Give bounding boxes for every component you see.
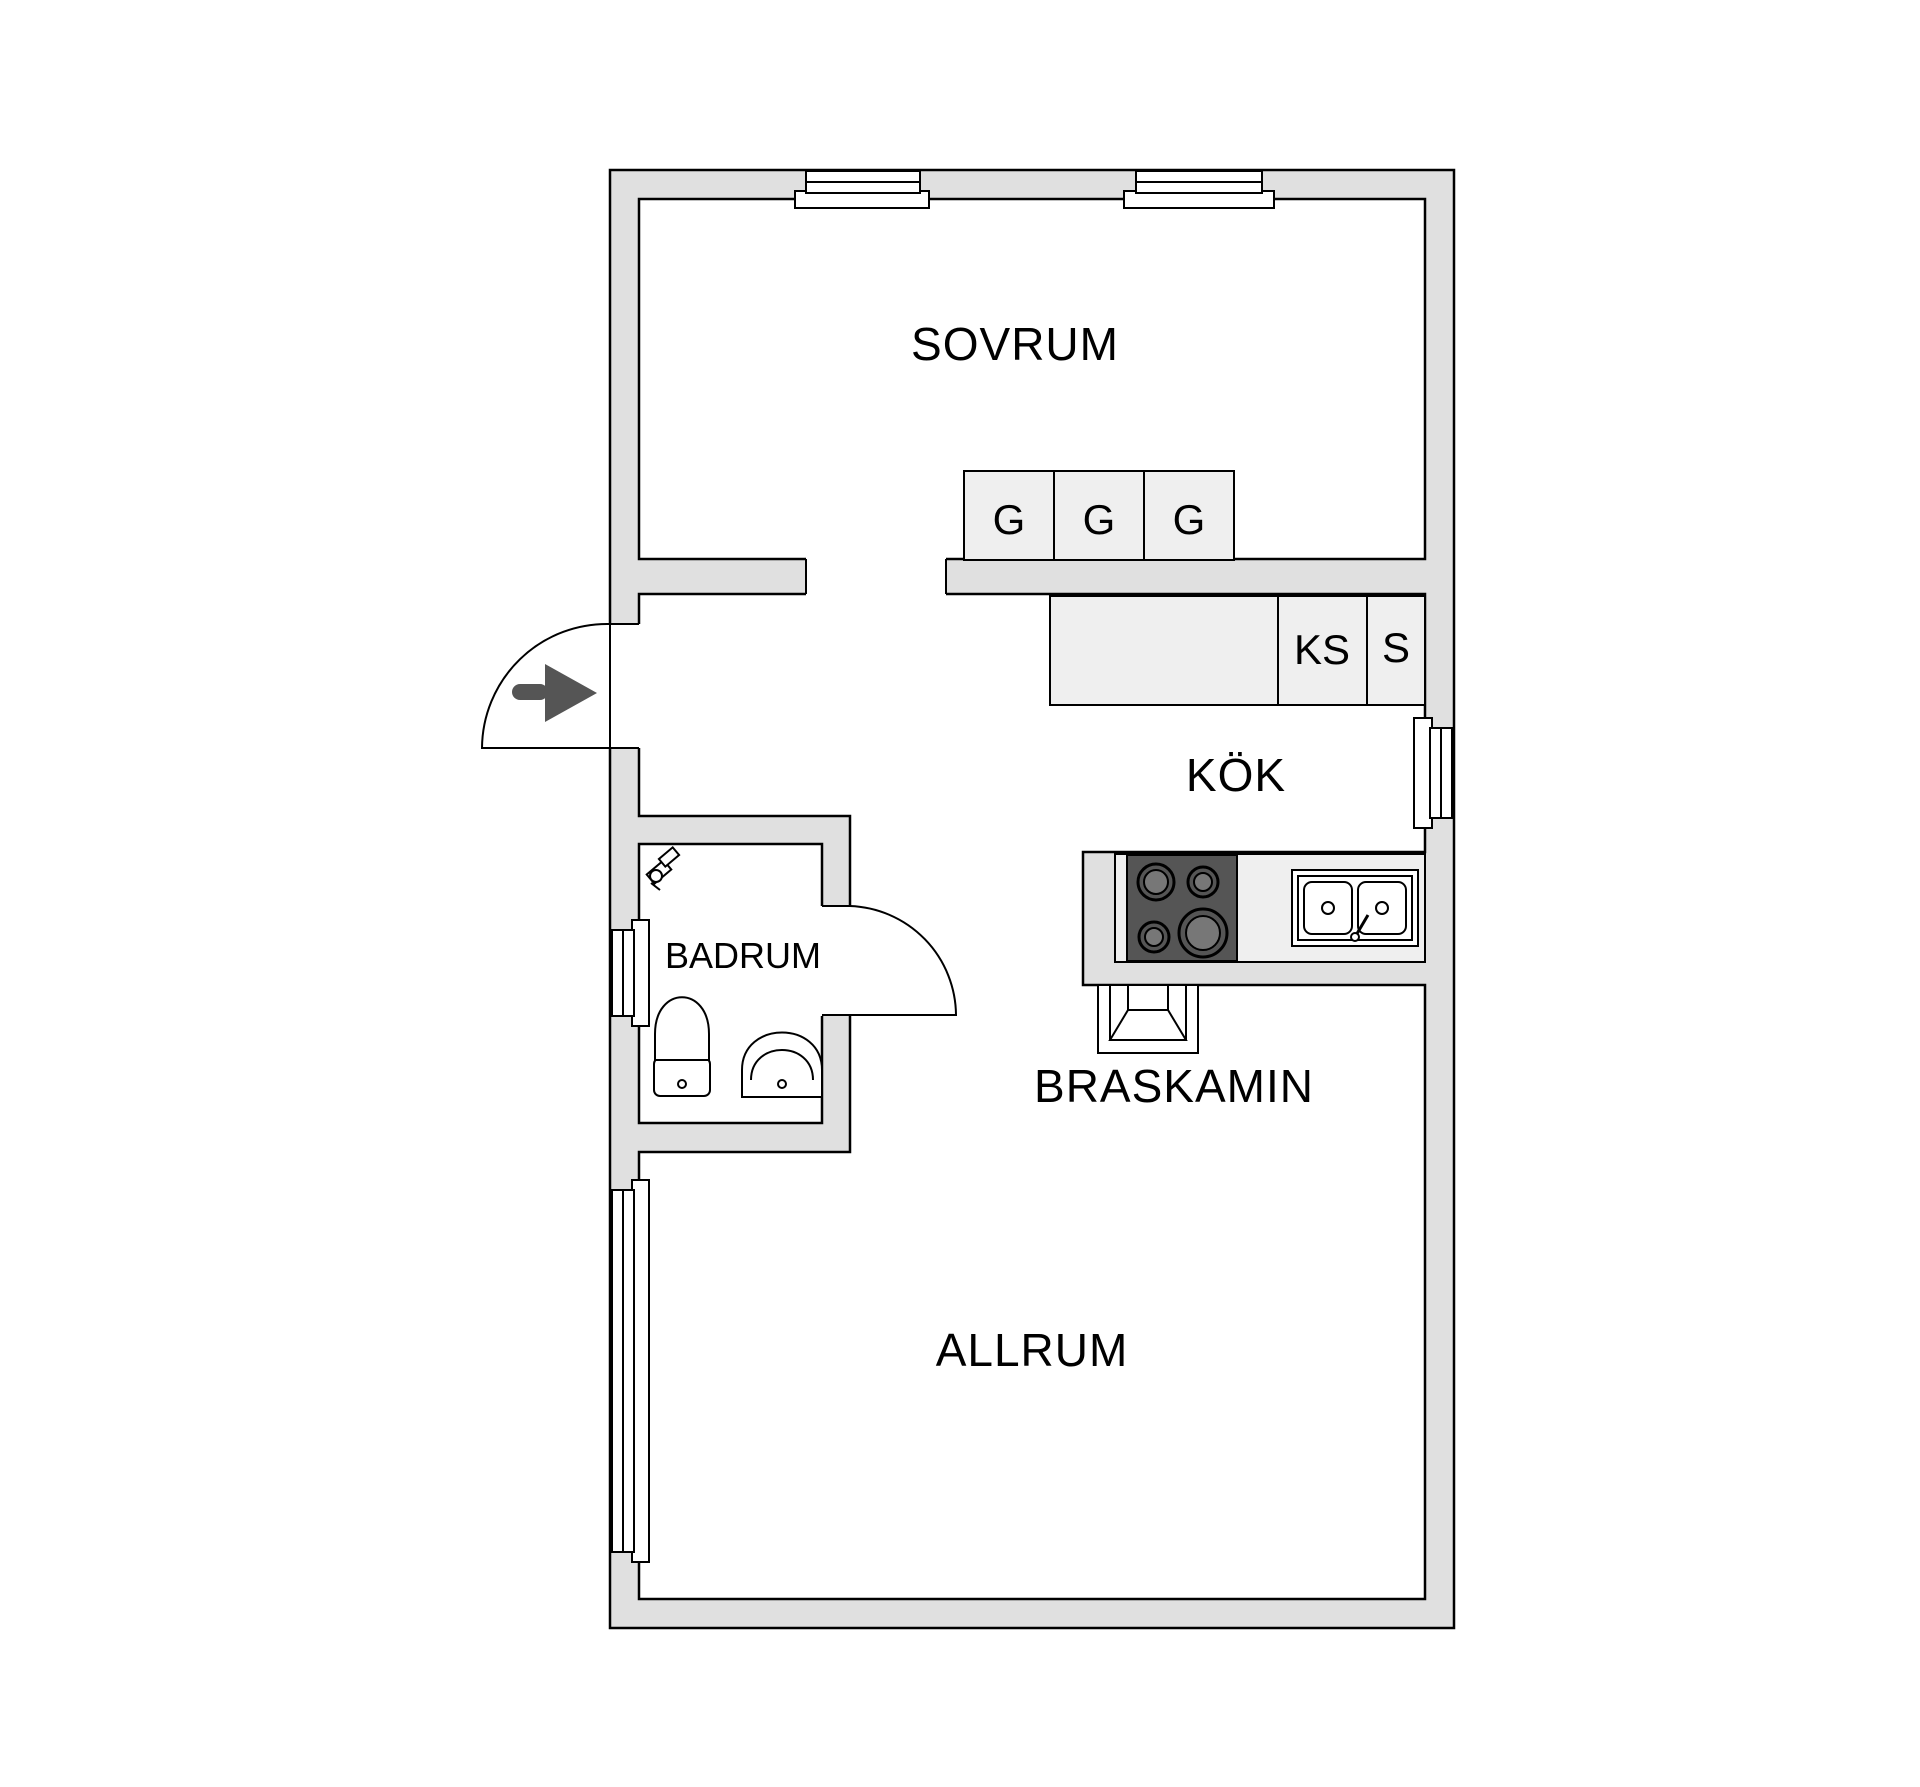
wardrobe-row: G G G: [963, 470, 1235, 561]
kitchen-upper-counter: KS S: [1049, 595, 1426, 706]
label-kok: KÖK: [1186, 749, 1286, 801]
entry-opening: [608, 624, 642, 748]
wardrobe-3: [1143, 470, 1235, 561]
toilet-icon: [653, 996, 711, 1097]
badrum-door-opening: [818, 906, 854, 1016]
wardrobe-3-label: G: [1173, 496, 1206, 543]
wardrobe-2: [1053, 470, 1145, 561]
freezer: [1366, 595, 1426, 706]
window-top-left: [794, 170, 930, 209]
window-kitchen-right: [1413, 717, 1453, 829]
wardrobe-1-label: G: [993, 496, 1026, 543]
entry-door-swing: [480, 622, 611, 749]
label-badrum: BADRUM: [665, 935, 821, 976]
fridge-freezer: [1277, 595, 1368, 706]
wardrobe-1: [963, 470, 1055, 561]
shower-icon: [645, 845, 681, 891]
entry-arrow-icon: [512, 664, 597, 722]
label-sovrum: SOVRUM: [911, 318, 1119, 370]
room-kok-allrum: [637, 592, 1427, 1601]
label-braskamin: BRASKAMIN: [1034, 1060, 1314, 1112]
freezer-label: S: [1382, 624, 1410, 671]
fireplace-icon: [1097, 984, 1199, 1054]
badrum-door-swing: [849, 905, 958, 1016]
corridor-opening: [806, 557, 946, 597]
window-allrum-left: [611, 1179, 650, 1563]
window-badrum-left: [611, 919, 650, 1027]
stove-icon: [1126, 854, 1238, 962]
counter-top: [1049, 595, 1279, 706]
window-top-right: [1123, 170, 1275, 209]
sink-icon: [741, 1031, 823, 1098]
label-allrum: ALLRUM: [936, 1324, 1129, 1376]
wardrobe-2-label: G: [1083, 496, 1116, 543]
fridge-freezer-label: KS: [1294, 626, 1350, 673]
kitchen-lower-counter: [1114, 853, 1426, 963]
kitchen-sink-icon: [1291, 869, 1419, 947]
